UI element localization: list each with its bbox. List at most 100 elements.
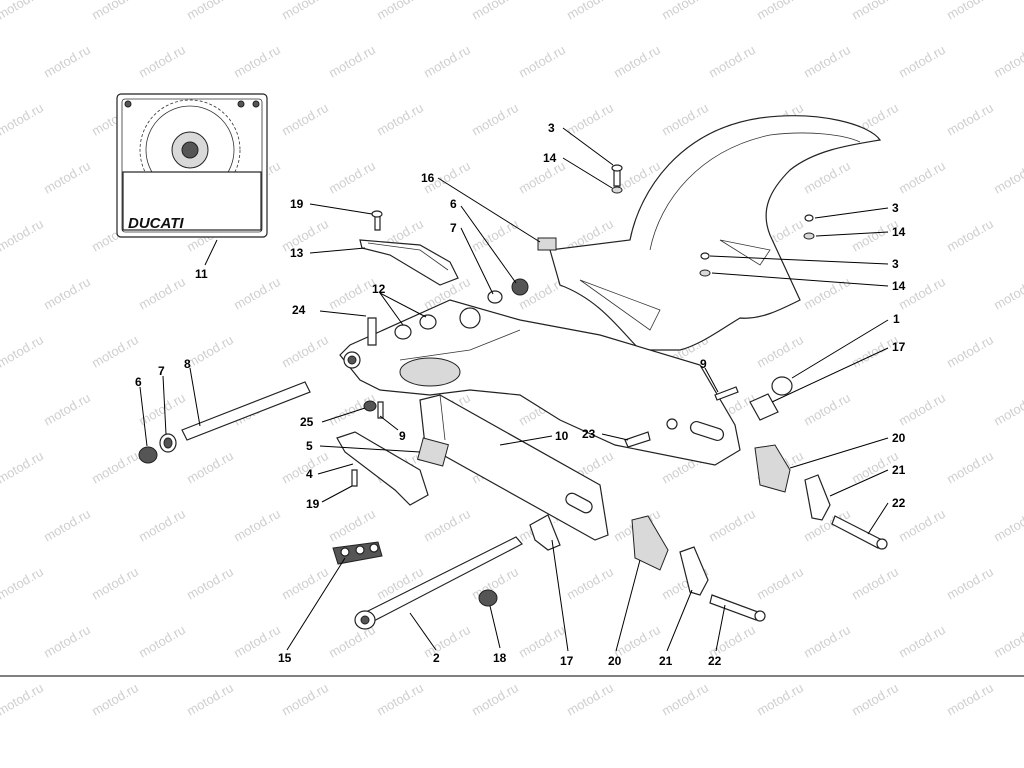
watermark-text: motod.ru (991, 42, 1024, 81)
watermark-text: motod.ru (136, 506, 188, 545)
watermark-text: motod.ru (41, 622, 93, 661)
watermark-text: motod.ru (41, 42, 93, 81)
callout-2: 2 (433, 651, 440, 665)
callout-1: 1 (893, 312, 900, 326)
callout-3: 3 (892, 201, 899, 215)
watermark-text: motod.ru (0, 100, 46, 139)
watermark-text: motod.ru (279, 332, 331, 371)
callout-12: 12 (372, 282, 386, 296)
watermark-text: motod.ru (184, 0, 236, 23)
small-hardware (351, 164, 815, 607)
watermark-text: motod.ru (944, 564, 996, 603)
watermark-text: motod.ru (184, 680, 236, 719)
callout-19: 19 (290, 197, 304, 211)
chain-guard (359, 239, 459, 286)
watermark-text: motod.ru (0, 680, 46, 719)
watermark-text: motod.ru (421, 506, 473, 545)
watermark-text: motod.ru (801, 622, 853, 661)
callout-18: 18 (493, 651, 507, 665)
watermark-text: motod.ru (706, 506, 758, 545)
leader-lines (0, 127, 1024, 677)
callout-24: 24 (292, 303, 306, 317)
watermark-text: motod.ru (136, 274, 188, 313)
watermark-text: motod.ru (896, 158, 948, 197)
watermark-text: motod.ru (0, 332, 46, 371)
watermark-text: motod.ru (896, 506, 948, 545)
wheel-axle (354, 536, 523, 630)
callout-22: 22 (708, 654, 722, 668)
watermark-text: motod.ru (469, 0, 521, 23)
chain-adjuster-left (631, 515, 766, 622)
watermark-text: motod.ru (659, 0, 711, 23)
callout-6: 6 (135, 375, 142, 389)
callout-17: 17 (892, 340, 906, 354)
watermark-text: motod.ru (279, 0, 331, 23)
callout-9: 9 (700, 357, 707, 371)
callout-14: 14 (543, 151, 557, 165)
watermark-text: motod.ru (41, 158, 93, 197)
watermark-text: motod.ru (801, 158, 853, 197)
watermark-text: motod.ru (374, 100, 426, 139)
inset-sprocket-plate: DUCATI (116, 93, 268, 238)
watermark-text: motod.ru (421, 42, 473, 81)
pivot-spindle (138, 381, 311, 464)
watermark-text: motod.ru (89, 448, 141, 487)
watermark-text: motod.ru (0, 0, 46, 23)
watermark-text: motod.ru (896, 390, 948, 429)
watermark-text: motod.ru (0, 216, 46, 255)
callout-20: 20 (608, 654, 622, 668)
watermark-text: motod.ru (326, 158, 378, 197)
watermark-text: motod.ru (41, 506, 93, 545)
watermark-text: motod.ru (136, 42, 188, 81)
watermark-text: motod.ru (754, 332, 806, 371)
watermark-text: motod.ru (991, 390, 1024, 429)
watermark-text: motod.ru (564, 680, 616, 719)
callout-7: 7 (158, 364, 165, 378)
watermark-text: motod.ru (801, 42, 853, 81)
watermark-text: motod.ru (991, 158, 1024, 197)
callout-14: 14 (892, 225, 906, 239)
watermark-text: motod.ru (231, 42, 283, 81)
watermark-text: motod.ru (849, 680, 901, 719)
callout-13: 13 (290, 246, 304, 260)
watermark-text: motod.ru (136, 622, 188, 661)
watermark-text: motod.ru (89, 0, 141, 23)
callout-19: 19 (306, 497, 320, 511)
chain-adjuster-right (754, 444, 888, 550)
watermark-text: motod.ru (326, 506, 378, 545)
watermark-text: motod.ru (849, 0, 901, 23)
callout-labels: 3 14 16 19 6 7 13 3 14 3 14 11 12 24 1 1… (135, 121, 906, 668)
watermark-text: motod.ru (754, 0, 806, 23)
callout-14: 14 (892, 279, 906, 293)
watermark-text: motod.ru (231, 622, 283, 661)
callout-9: 9 (399, 429, 406, 443)
watermark-text: motod.ru (516, 42, 568, 81)
watermark-text: motod.ru (89, 680, 141, 719)
watermark-text: motod.ru (896, 622, 948, 661)
watermark-text: motod.ru (279, 448, 331, 487)
watermark-text: motod.ru (374, 680, 426, 719)
chain-link (332, 541, 383, 565)
watermark-text: motod.ru (469, 680, 521, 719)
callout-11: 11 (195, 267, 208, 281)
callout-21: 21 (659, 654, 673, 668)
watermark-text: motod.ru (469, 216, 521, 255)
callout-22: 22 (892, 496, 906, 510)
watermark-text: motod.ru (659, 100, 711, 139)
watermark-text: motod.ru (231, 274, 283, 313)
watermark-text: motod.ru (944, 100, 996, 139)
callout-10: 10 (555, 429, 569, 443)
watermark-text: motod.ru (279, 100, 331, 139)
watermark-text: motod.ru (184, 332, 236, 371)
watermark-text: motod.ru (944, 0, 996, 23)
callout-15: 15 (278, 651, 292, 665)
watermark-text: motod.ru (991, 622, 1024, 661)
watermark-text: motod.ru (184, 448, 236, 487)
callout-7: 7 (450, 221, 457, 235)
callout-8: 8 (184, 357, 191, 371)
watermark-text: motod.ru (754, 564, 806, 603)
ducati-logo: DUCATI (128, 215, 184, 232)
watermark-text: motod.ru (896, 42, 948, 81)
watermark-text: motod.ru (89, 332, 141, 371)
watermark-text: motod.ru (944, 680, 996, 719)
